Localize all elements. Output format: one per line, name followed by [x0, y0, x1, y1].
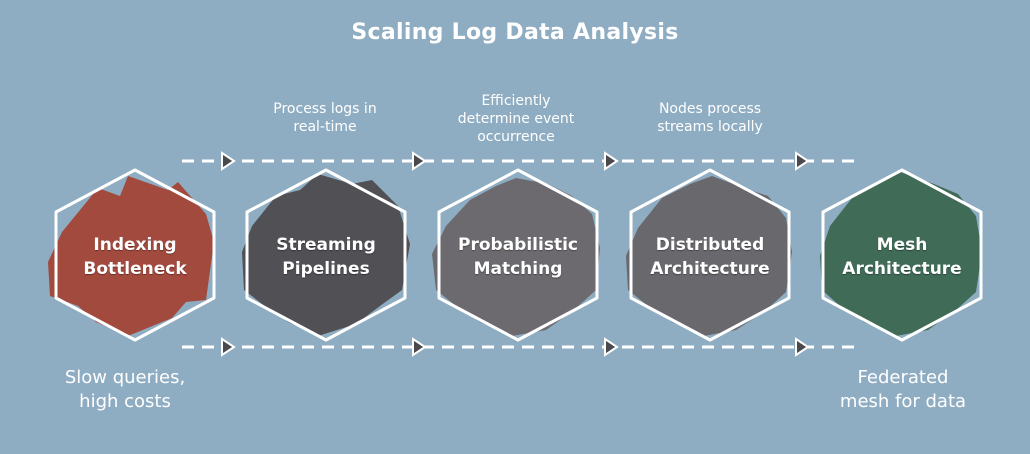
label-line: Mesh	[876, 235, 928, 255]
label-line: Architecture	[842, 259, 962, 279]
label-line: Slow queries,	[64, 367, 186, 388]
node-label-indexing: Indexing Bottleneck	[50, 233, 220, 281]
node-label-streaming: Streaming Pipelines	[241, 233, 411, 281]
label-line: mesh for data	[839, 391, 967, 412]
node-label-mesh: Mesh Architecture	[817, 233, 987, 281]
label-line: Distributed	[655, 235, 765, 255]
label-line: Nodes process	[658, 101, 762, 117]
label-line: Federated	[857, 367, 949, 388]
hexagon-node-distributed-architecture	[626, 168, 792, 342]
label-line: Bottleneck	[83, 259, 187, 279]
hexagon-outline	[245, 168, 407, 342]
arrow-right-icon	[221, 151, 810, 171]
hexagon-node-streaming-pipelines	[242, 168, 410, 342]
scribble-fill	[48, 176, 214, 336]
scribble-fill	[242, 174, 410, 336]
hexagon-node-probabilistic-matching	[432, 168, 600, 342]
hexagon-outline	[821, 168, 983, 342]
hexagon-outline	[629, 168, 791, 342]
top-flow-line	[182, 151, 858, 171]
hexagon-outline	[437, 168, 599, 342]
label-line: high costs	[79, 391, 171, 412]
label-line: Indexing	[93, 235, 177, 255]
label-line: Process logs in	[273, 101, 377, 117]
bottom-label-mesh: Federated mesh for data	[803, 366, 1003, 414]
label-line: determine event	[457, 111, 575, 127]
label-line: Architecture	[650, 259, 770, 279]
hexagon-node-indexing-bottleneck	[48, 168, 216, 342]
label-line: Pipelines	[282, 259, 370, 279]
node-label-distributed: Distributed Architecture	[625, 233, 795, 281]
label-line: Probabilistic	[458, 235, 578, 255]
label-line: Matching	[473, 259, 563, 279]
arrow-right-icon	[221, 337, 810, 357]
hexagon-node-mesh-architecture	[820, 168, 983, 342]
top-label-distributed: Nodes process streams locally	[635, 100, 785, 136]
label-line: Streaming	[276, 235, 376, 255]
bottom-label-indexing: Slow queries, high costs	[25, 366, 225, 414]
scribble-fill	[432, 178, 600, 336]
label-line: real-time	[293, 119, 357, 135]
hexagon-outline	[54, 168, 216, 342]
label-line: streams locally	[657, 119, 763, 135]
node-label-probabilistic: Probabilistic Matching	[433, 233, 603, 281]
bottom-flow-line	[182, 337, 858, 357]
scribble-fill	[626, 176, 792, 336]
top-label-probabilistic: Efficiently determine event occurrence	[441, 92, 591, 146]
label-line: occurrence	[477, 129, 555, 145]
scribble-fill	[820, 172, 982, 336]
diagram-title: Scaling Log Data Analysis	[351, 20, 679, 45]
top-label-streaming: Process logs in real-time	[250, 100, 400, 136]
label-line: Efficiently	[481, 93, 551, 109]
